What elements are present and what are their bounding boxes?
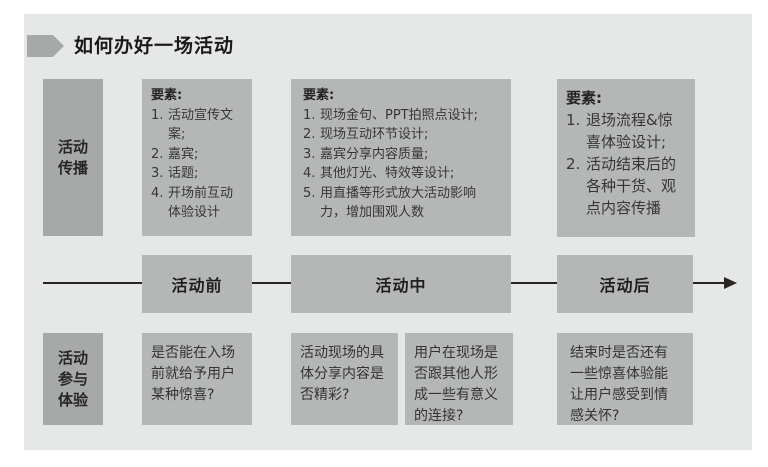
stage-after-event: 活动后 [557,255,693,313]
factor-list: 退场流程&惊喜体验设计; 活动结束后的各种干货、观点内容传播 [566,109,686,219]
promotion-post-box: 要素: 退场流程&惊喜体验设计; 活动结束后的各种干货、观点内容传播 [557,79,695,237]
factor-item: 其他灯光、特效等设计; [303,164,455,183]
factor-item: 话题; [151,164,199,183]
factor-item: 退场流程&惊喜体验设计; [566,109,673,151]
factor-item: 现场金句、PPT拍照点设计; [303,106,478,125]
row-label-promotion-text: 活动传播 [57,137,88,177]
title-arrow-icon [27,35,64,57]
factor-list: 活动宣传文案; 嘉宾; 话题; 开场前互动体验设计 [151,106,243,223]
factors-heading: 要素: [303,88,335,103]
row-label-promotion: 活动传播 [43,79,103,236]
timeline-arrowhead-icon [724,277,737,289]
stage-before-event: 活动前 [142,255,252,313]
row-label-experience-text: 活动参与体验 [57,348,88,409]
factors-heading: 要素: [566,89,602,107]
factor-item: 现场互动环节设计; [303,125,429,144]
promotion-pre-box: 要素: 活动宣传文案; 嘉宾; 话题; 开场前互动体验设计 [142,79,252,236]
promotion-during-box: 要素: 现场金句、PPT拍照点设计; 现场互动环节设计; 嘉宾分享内容质量; 其… [291,79,511,236]
factor-item: 活动结束后的各种干货、观点内容传播 [566,153,677,217]
experience-pre-box: 是否能在入场前就给予用户某种惊喜? [142,333,252,425]
slide-panel: 如何办好一场活动 活动传播 要素: 活动宣传文案; 嘉宾; 话题; 开场前互动体… [24,14,752,450]
page-title: 如何办好一场活动 [74,35,235,57]
experience-during-box-1: 活动现场的具体分享内容是否精彩? [291,333,398,425]
factors-heading: 要素: [151,88,183,103]
experience-post-box: 结束时是否还有一些惊喜体验能让用户感受到情感关怀? [557,333,693,425]
row-label-experience: 活动参与体验 [43,333,103,425]
factor-item: 活动宣传文案; [151,106,234,143]
factor-item: 嘉宾分享内容质量; [303,145,429,164]
factor-item: 用直播等形式放大活动影响力，增加围观人数 [303,184,477,221]
factor-item: 开场前互动体验设计 [151,184,234,221]
factor-list: 现场金句、PPT拍照点设计; 现场互动环节设计; 嘉宾分享内容质量; 其他灯光、… [303,106,499,223]
factor-item: 嘉宾; [151,145,199,164]
experience-during-box-2: 用户在现场是否跟其他人形成一些有意义的连接? [405,333,513,425]
stage-during-event: 活动中 [291,255,511,313]
